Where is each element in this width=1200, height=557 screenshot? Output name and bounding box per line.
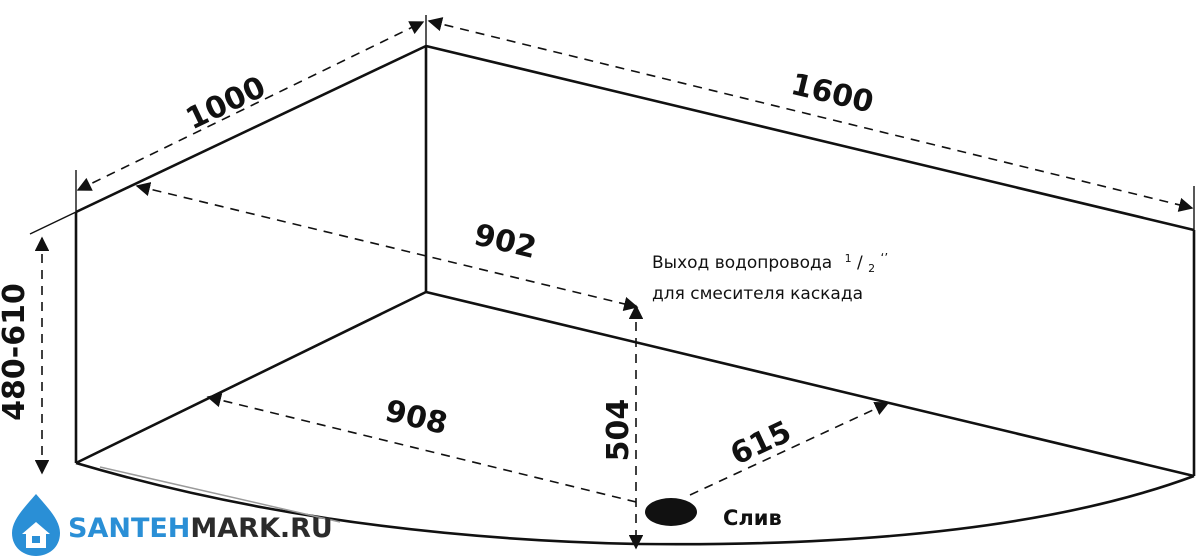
svg-text:Выход водопровода 1: Выход водопровода 1 / 2 ‘’ [652,247,888,277]
house-window [32,536,40,543]
water-outlet-note: Выход водопровода 1 / 2 ‘’ для смесителя… [652,247,888,304]
label-1600: 1600 [788,67,877,121]
house-icon [22,522,50,548]
dim-line-902 [135,182,639,311]
fraction-slash: / [857,253,863,273]
ext-height-top [29,211,77,235]
inch-mark: ‘’ [881,251,889,265]
logo-part1: SANTEH [68,513,190,544]
drain-label: Слив [723,506,782,530]
drain-hole [645,498,697,526]
dim-line-615 [689,401,890,496]
tub-outline [74,44,1196,546]
logo-part2: MARK.RU [190,513,332,544]
label-height: 480-610 [0,283,32,421]
logo-text: SANTEHMARK.RU [68,513,333,544]
top-left-edge [75,44,427,214]
floor-left-edge [75,290,427,465]
label-504: 504 [601,399,636,462]
dim-line-1600 [427,17,1194,212]
logo: SANTEHMARK.RU [12,494,333,556]
water-outlet-line2: для смесителя каскада [652,284,863,304]
extension-lines [29,15,1195,235]
floor-right-edge [425,290,1195,478]
label-615: 615 [725,414,797,472]
fraction-numerator: 1 [845,252,852,265]
water-outlet-line1: Выход водопровода [652,253,832,273]
dimension-lines [34,17,1194,550]
inner-curve-shadow [99,466,341,523]
label-902: 902 [471,217,540,266]
fraction-denominator: 2 [868,262,875,275]
label-908: 908 [382,393,451,442]
